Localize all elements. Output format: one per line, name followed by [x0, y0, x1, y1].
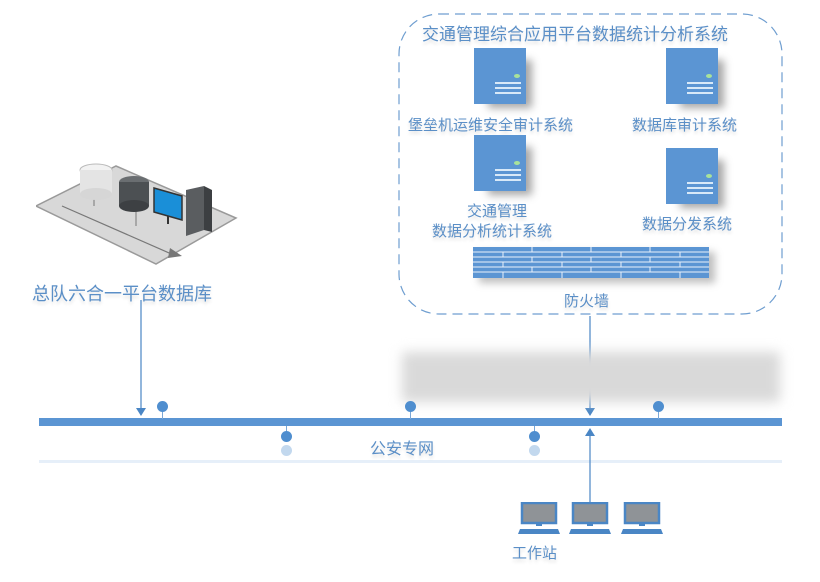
firewall-arrow-icon — [585, 408, 595, 416]
workstation-icon — [569, 502, 611, 534]
server-icon — [666, 48, 718, 104]
network-node-icon — [529, 431, 540, 442]
server-label-distribution: 数据分发系统 — [642, 215, 733, 233]
network-node-icon — [281, 431, 292, 442]
server-label-db-audit: 数据库审计系统 — [632, 116, 738, 134]
server-label-bastion: 堡垒机运维安全审计系统 — [408, 116, 574, 134]
platform-dashed-border — [398, 13, 783, 315]
server-label-traffic-line2: 数据分析统计系统 — [432, 222, 553, 240]
server-icon — [474, 135, 526, 191]
network-node-icon — [157, 401, 168, 412]
tap-stem — [410, 409, 411, 419]
tap-stem — [658, 409, 659, 419]
tap-stem — [534, 426, 535, 434]
firewall-label: 防火墙 — [564, 292, 610, 310]
workstation-group — [518, 502, 663, 534]
server-icon — [666, 148, 718, 204]
platform-title: 交通管理综合应用平台数据统计分析系统 — [422, 25, 728, 45]
workstation-arrow-icon — [585, 428, 595, 436]
database-platform-icon — [36, 163, 238, 265]
network-node-reflection — [281, 445, 292, 456]
tap-stem — [286, 426, 287, 434]
shadow-block — [402, 352, 780, 402]
workstation-icon — [621, 502, 663, 534]
tap-stem — [162, 409, 163, 419]
network-node-icon — [405, 401, 416, 412]
db-arrow-icon — [136, 408, 146, 416]
network-bus-reflection — [39, 460, 782, 463]
server-label-traffic-line1: 交通管理 — [467, 202, 528, 220]
workstation-icon — [518, 502, 560, 534]
database-label: 总队六合一平台数据库 — [32, 284, 212, 305]
firewall-icon — [473, 247, 709, 278]
server-icon — [474, 48, 526, 104]
network-bus — [39, 418, 782, 426]
network-node-icon — [653, 401, 664, 412]
workstation-label: 工作站 — [512, 544, 558, 562]
network-node-reflection — [529, 445, 540, 456]
network-label: 公安专网 — [370, 439, 435, 458]
